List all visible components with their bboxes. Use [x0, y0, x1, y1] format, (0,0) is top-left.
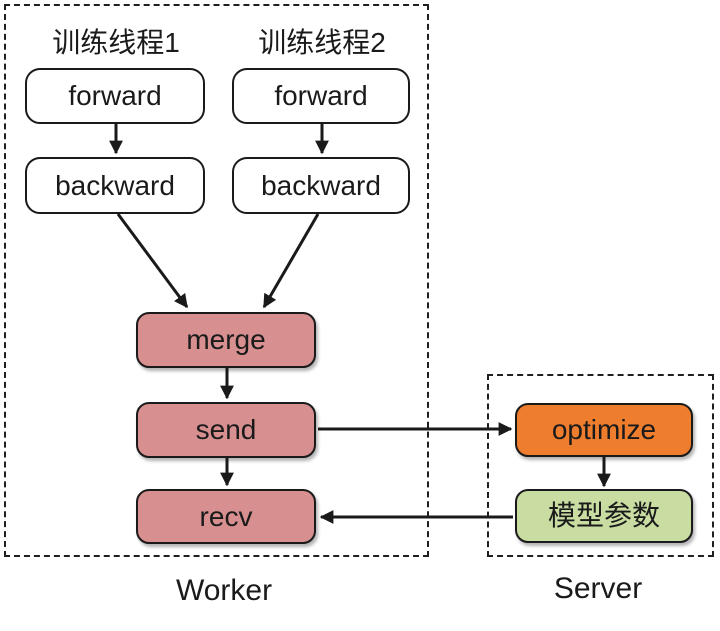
recv-box: recv [136, 489, 316, 544]
backward-box-thread2: backward [232, 157, 410, 214]
server-caption: Server [553, 572, 643, 605]
forward-box-thread2: forward [232, 68, 410, 124]
model-params-box: 模型参数 [515, 489, 693, 543]
worker-caption: Worker [175, 574, 273, 607]
send-box: send [136, 402, 316, 458]
forward-box-thread1: forward [25, 68, 205, 124]
merge-box: merge [136, 312, 316, 368]
thread1-label: 训练线程1 [52, 27, 180, 58]
optimize-box: optimize [515, 403, 693, 457]
thread2-label: 训练线程2 [258, 27, 386, 58]
server-group-frame [487, 374, 714, 557]
worker-group-frame [4, 4, 429, 557]
backward-box-thread1: backward [25, 157, 205, 214]
